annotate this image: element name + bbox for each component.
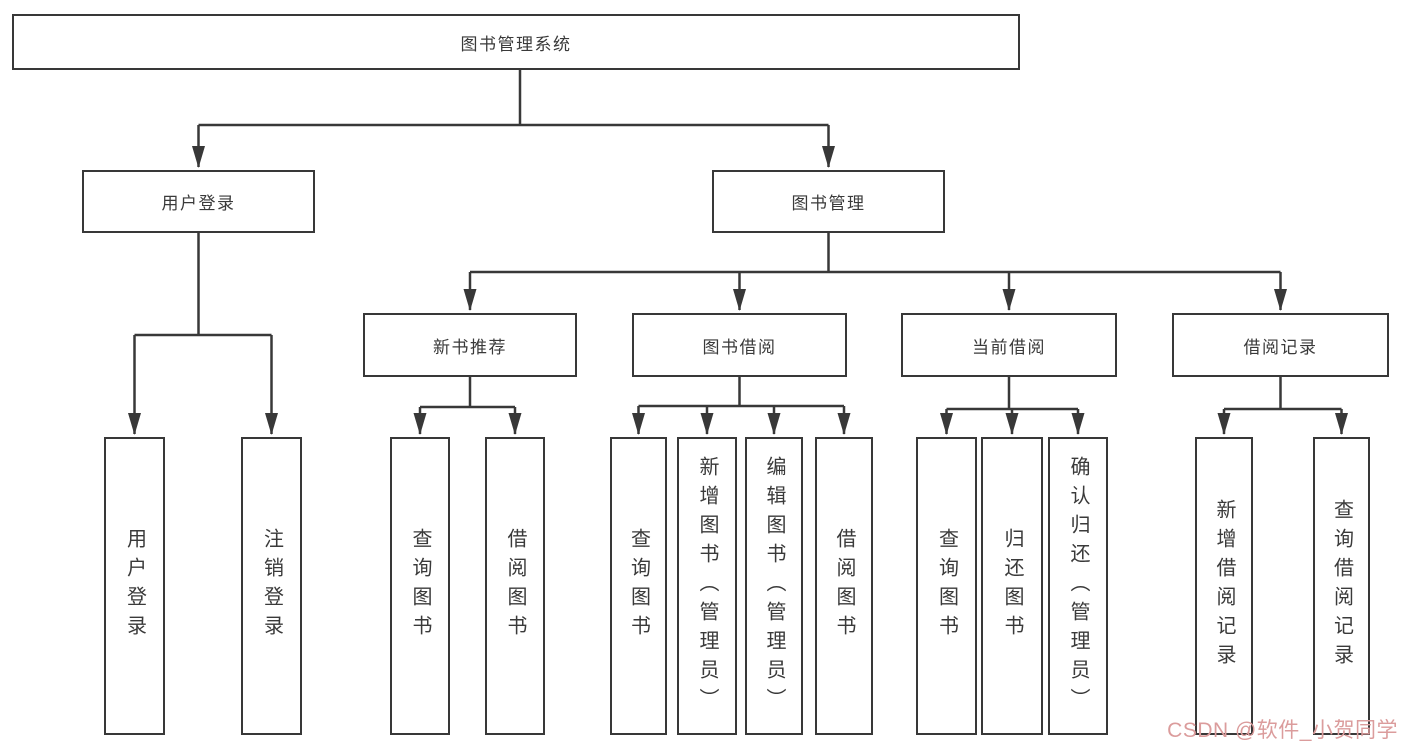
- leaf-logout: 注销登录: [241, 437, 302, 735]
- leaf-add-book-admin: 新增图书（管理员）: [677, 437, 737, 735]
- leaf-query-books-3: 查询图书: [916, 437, 977, 735]
- leaf-query-borrow-record: 查询借阅记录: [1313, 437, 1370, 735]
- node-new-book-recommendation: 新书推荐: [363, 313, 577, 377]
- leaf-edit-book-admin: 编辑图书（管理员）: [745, 437, 803, 735]
- node-borrowing-records: 借阅记录: [1172, 313, 1389, 377]
- leaf-borrow-books-2: 借阅图书: [815, 437, 873, 735]
- node-user-login: 用户登录: [82, 170, 315, 233]
- watermark-text: CSDN @软件_小贺同学: [1167, 719, 1398, 742]
- leaf-query-books-2: 查询图书: [610, 437, 667, 735]
- node-root: 图书管理系统: [12, 14, 1020, 70]
- node-book-management: 图书管理: [712, 170, 945, 233]
- node-current-borrowing: 当前借阅: [901, 313, 1117, 377]
- leaf-return-book: 归还图书: [981, 437, 1043, 735]
- leaf-add-borrow-record: 新增借阅记录: [1195, 437, 1253, 735]
- node-book-borrowing: 图书借阅: [632, 313, 847, 377]
- leaf-user-login: 用户登录: [104, 437, 165, 735]
- leaf-query-books-1: 查询图书: [390, 437, 450, 735]
- leaf-borrow-books-1: 借阅图书: [485, 437, 545, 735]
- leaf-confirm-return-admin: 确认归还（管理员）: [1048, 437, 1108, 735]
